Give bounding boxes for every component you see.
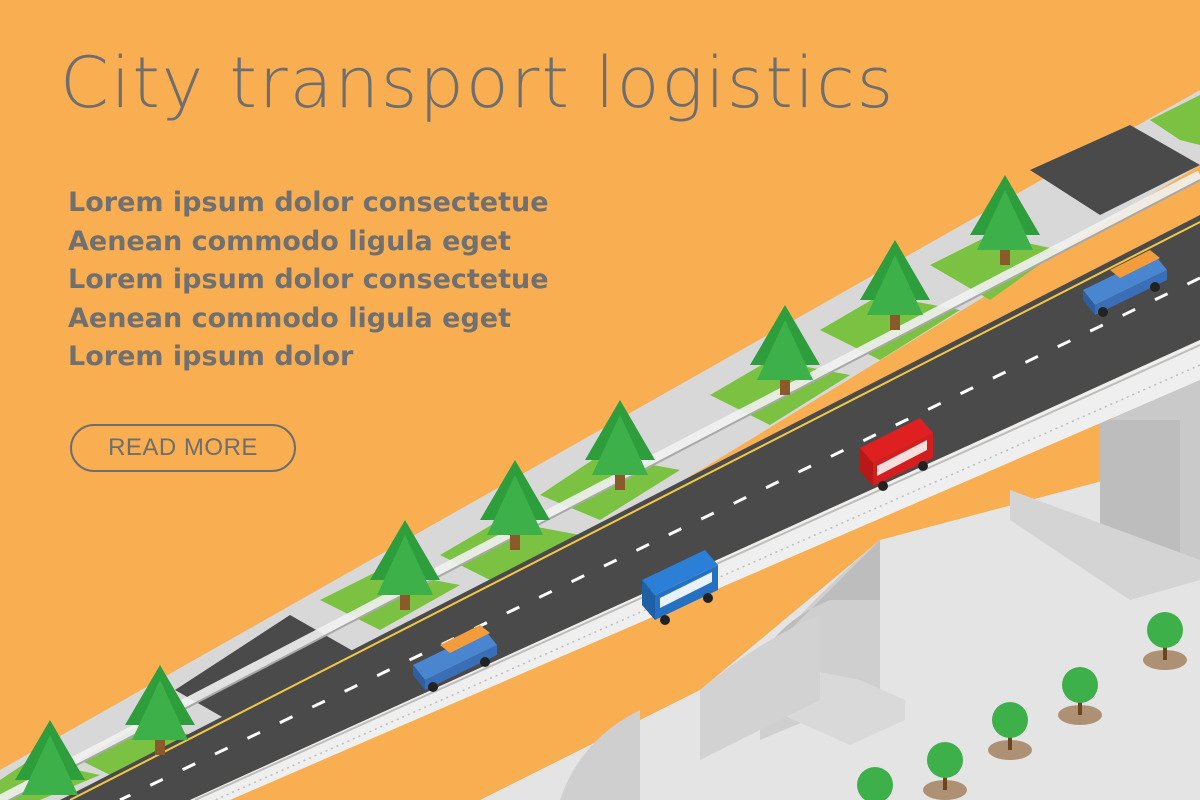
guardrail-upper bbox=[0, 170, 1200, 800]
road bbox=[60, 215, 1200, 800]
body-text-line: Lorem ipsum dolor consectetue bbox=[68, 264, 549, 295]
park-trees bbox=[857, 612, 1187, 800]
pickup-truck-top bbox=[1083, 250, 1167, 317]
blue-van bbox=[642, 550, 718, 625]
read-more-button[interactable]: READ MORE bbox=[70, 424, 296, 472]
red-van bbox=[860, 418, 933, 491]
side-street-top bbox=[1030, 125, 1200, 215]
body-text-line: Lorem ipsum dolor consectetue bbox=[68, 187, 549, 218]
pickup-truck-bottom bbox=[413, 625, 497, 692]
bridge-supports bbox=[560, 360, 1200, 800]
body-text: Lorem ipsum dolor consectetue Aenean com… bbox=[68, 184, 549, 377]
body-text-line: Aenean commodo ligula eget bbox=[68, 302, 512, 334]
tree-row bbox=[15, 175, 1040, 795]
page-title: City transport logistics bbox=[60, 42, 896, 124]
body-text-line: Lorem ipsum dolor bbox=[68, 341, 354, 372]
side-street-left bbox=[175, 615, 360, 730]
road-yellow-line bbox=[69, 221, 1200, 800]
body-text-line: Aenean commodo ligula eget bbox=[68, 225, 512, 257]
